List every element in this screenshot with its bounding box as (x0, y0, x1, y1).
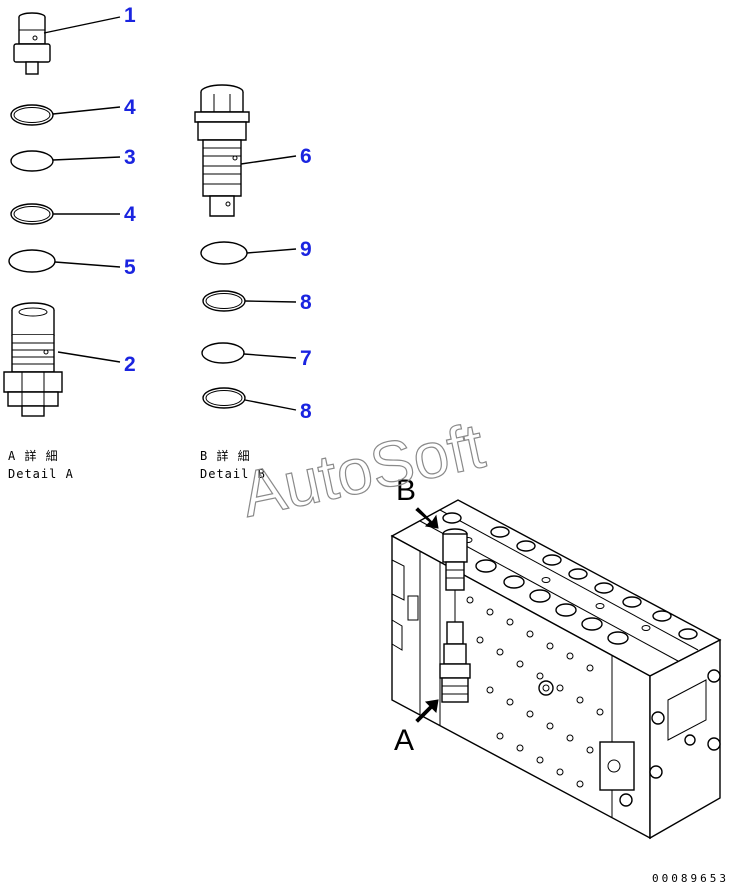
detail-b-caption-jp: B 詳 細 (200, 448, 251, 463)
callout-8-lower: 8 (300, 400, 312, 423)
part-8-backup-ring-upper (202, 290, 246, 312)
callout-7: 7 (300, 347, 312, 370)
part-4-backup-ring-lower (10, 203, 54, 225)
callout-4-upper: 4 (124, 96, 136, 119)
view-label-b: B (396, 474, 416, 507)
part-3-o-ring (10, 150, 54, 172)
detail-a-caption-en: Detail A (8, 467, 74, 481)
part-8-backup-ring-lower (202, 387, 246, 409)
callout-3: 3 (124, 146, 136, 169)
callout-2: 2 (124, 353, 136, 376)
callout-9: 9 (300, 238, 312, 261)
part-9-o-ring (200, 241, 248, 265)
view-label-a: A (394, 724, 414, 757)
detail-b-caption-en: Detail B (200, 467, 266, 481)
callout-8-upper: 8 (300, 291, 312, 314)
installed-valve-column (439, 528, 471, 703)
callout-4-lower: 4 (124, 203, 136, 226)
document-number: 00089653 (652, 872, 729, 885)
part-2-cartridge-valve (3, 302, 63, 417)
callout-1: 1 (124, 4, 136, 27)
part-7-o-ring (201, 342, 245, 364)
detail-a-caption-jp: A 詳 細 (8, 448, 59, 463)
part-1-valve-plug (13, 12, 51, 75)
callout-6: 6 (300, 145, 312, 168)
part-5-o-ring (8, 249, 56, 273)
control-valve-block (390, 499, 722, 840)
callout-5: 5 (124, 256, 136, 279)
part-4-backup-ring-upper (10, 104, 54, 126)
part-6-relief-valve (194, 84, 250, 217)
